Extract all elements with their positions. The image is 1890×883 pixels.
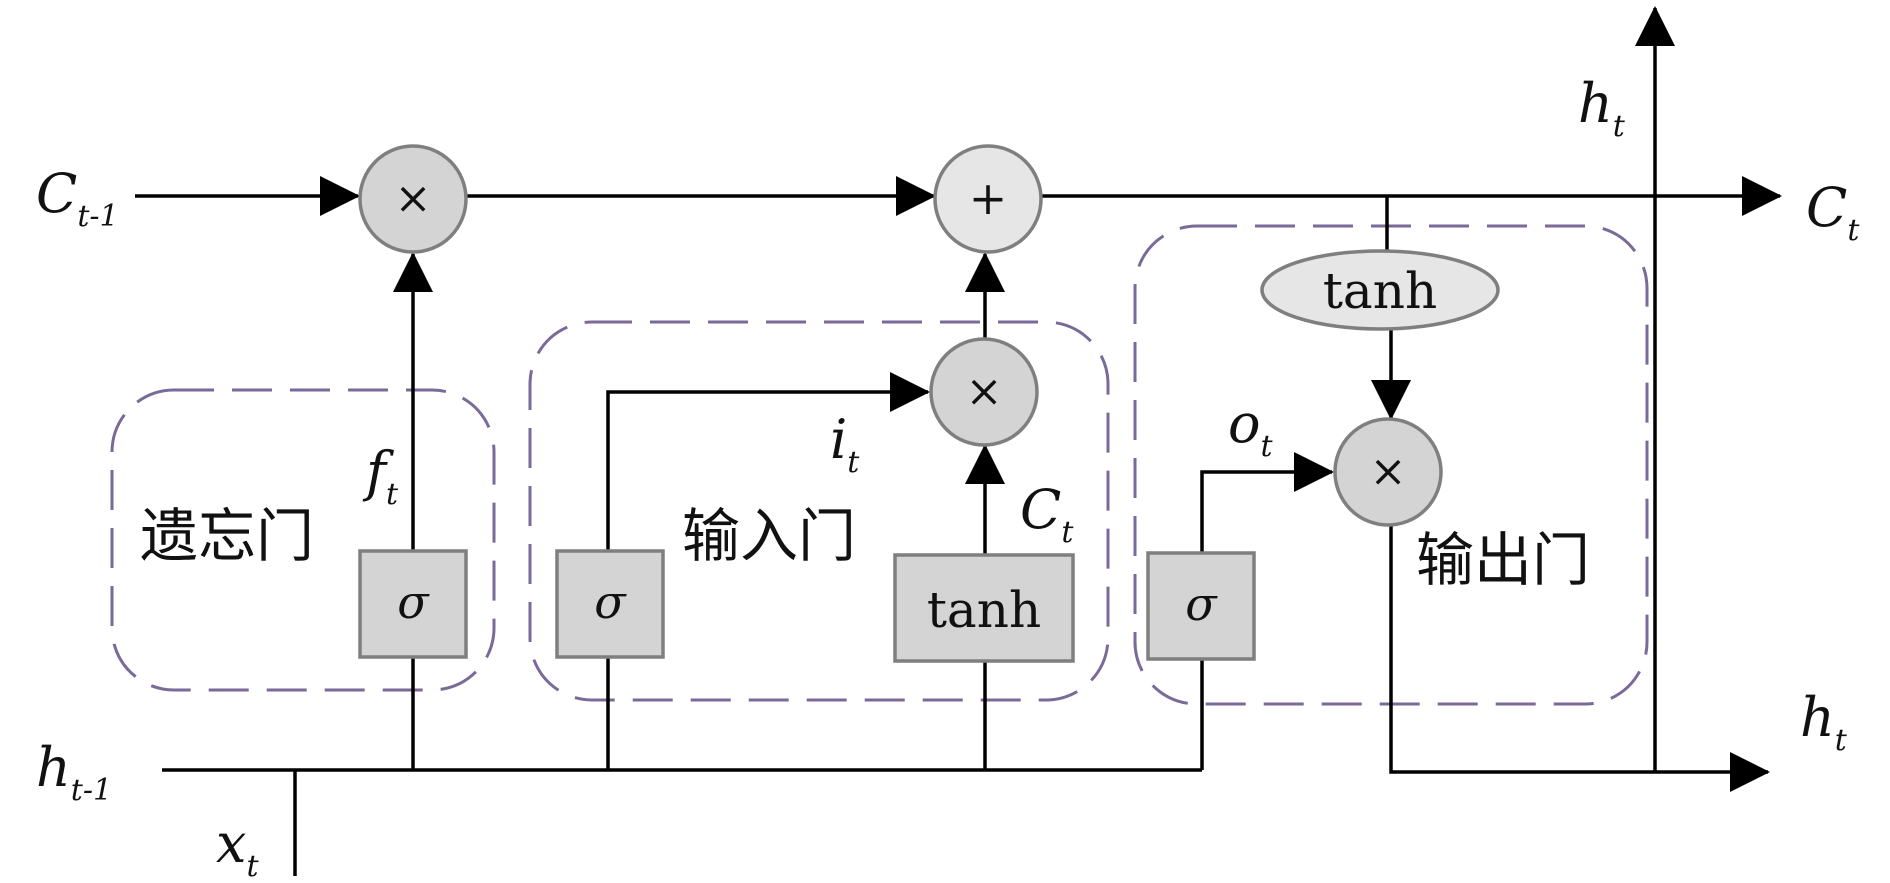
add-node: + <box>933 144 1043 254</box>
add-symbol: + <box>969 171 1008 225</box>
input-sigma-box: σ <box>555 549 665 659</box>
candidate-signal-label: Ct <box>1020 478 1074 550</box>
input-signal-label: it <box>830 408 860 480</box>
x-input-label: xt <box>216 812 259 883</box>
sigma-label: σ <box>1185 577 1218 631</box>
multiply-symbol: × <box>1370 446 1407 497</box>
input-signal-line <box>606 372 930 550</box>
input-gate-box <box>528 320 1110 702</box>
forget-gate-box <box>110 388 496 692</box>
multiply-symbol: × <box>966 366 1003 417</box>
forget-sigma-box: σ <box>358 549 468 659</box>
sigma-label: σ <box>594 575 627 629</box>
tanh-label: tanh <box>1323 262 1437 320</box>
multiply-symbol: × <box>395 173 432 224</box>
output-signal-line <box>1200 452 1334 553</box>
forget-signal-label: ft <box>362 440 399 512</box>
sigma-label: σ <box>397 575 430 629</box>
output-multiply-node: × <box>1333 417 1443 527</box>
input-multiply-node: × <box>929 337 1039 447</box>
forget-gate-label: 遗忘门 <box>140 502 314 570</box>
hidden-output-line <box>1389 526 1770 792</box>
h-right-label: ht <box>1800 686 1848 758</box>
input-gate-label: 输入门 <box>682 502 856 570</box>
tanh-label: tanh <box>927 581 1041 639</box>
output-signal-label: ot <box>1228 392 1274 464</box>
c-out-label: Ct <box>1806 176 1860 248</box>
c-prev-label: Ct-1 <box>36 162 119 234</box>
h-up-label: ht <box>1578 72 1626 144</box>
output-tanh-ellipse: tanh <box>1260 249 1500 331</box>
output-gate-label: 输出门 <box>1416 526 1590 594</box>
forget-multiply-node: × <box>358 144 468 254</box>
output-sigma-box: σ <box>1146 551 1256 661</box>
h-prev-label: ht-1 <box>36 736 112 808</box>
candidate-tanh-box: tanh <box>893 553 1075 663</box>
